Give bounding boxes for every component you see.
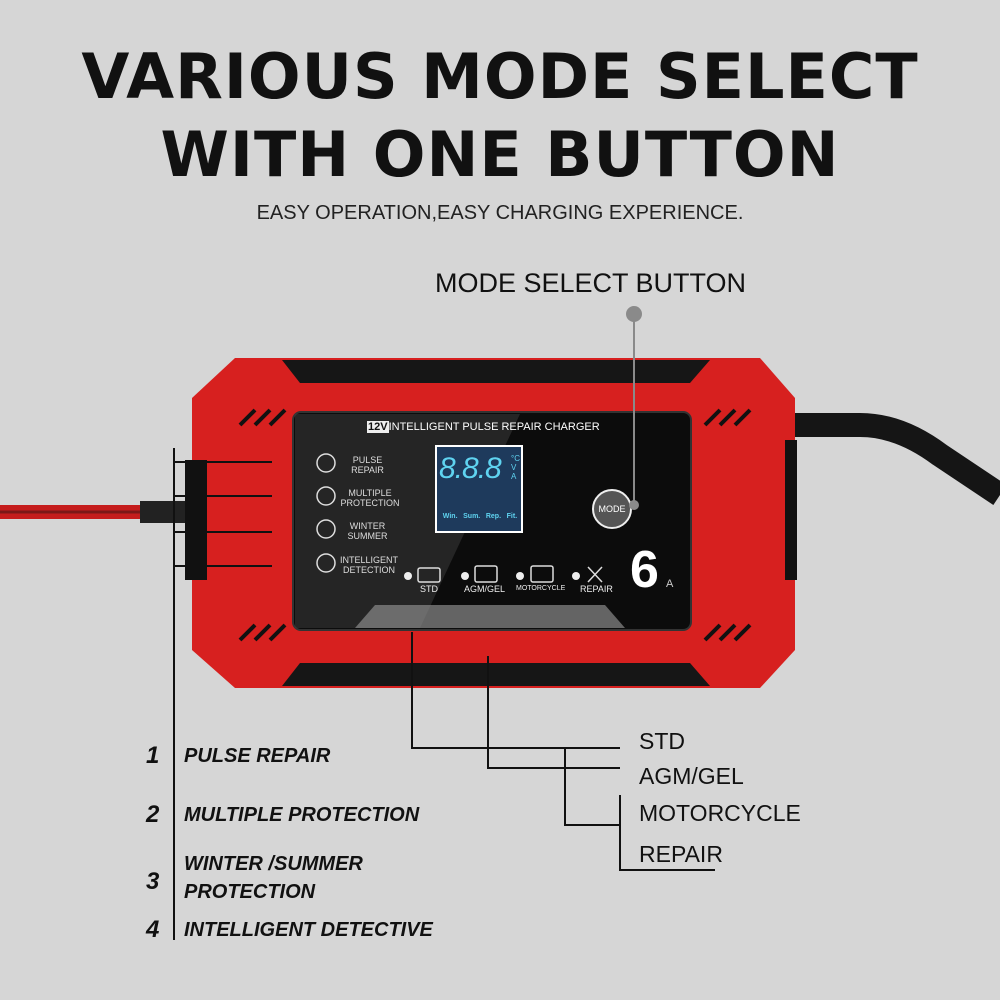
amperage-unit: A bbox=[666, 578, 674, 590]
top-grip bbox=[282, 360, 710, 383]
voltage-badge: 12V bbox=[367, 421, 389, 433]
feature-item-1: PULSE REPAIR bbox=[184, 745, 331, 767]
bottom-grip bbox=[282, 663, 710, 686]
subtitle: EASY OPERATION,EASY CHARGING EXPERIENCE. bbox=[256, 202, 744, 224]
mode-select-callout: MODE SELECT BUTTON bbox=[435, 268, 747, 298]
panel-title: 12VINTELLIGENT PULSE REPAIR CHARGER bbox=[367, 421, 600, 433]
callout-std: STD bbox=[639, 728, 685, 754]
panel-mode-motorcycle: MOTORCYCLE bbox=[516, 585, 566, 592]
lcd-digits: 8.8.8 bbox=[439, 452, 502, 485]
panel-mode-repair: REPAIR bbox=[580, 584, 613, 594]
leader-lines bbox=[173, 448, 715, 940]
callout-repair: REPAIR bbox=[639, 841, 723, 867]
feature-item-3: WINTER /SUMMER PROTECTION bbox=[184, 853, 363, 903]
feature-item-2: MULTIPLE PROTECTION bbox=[184, 804, 420, 826]
feature-num-3: 3 bbox=[146, 868, 160, 895]
feature-num-2: 2 bbox=[146, 801, 160, 828]
callout-dot bbox=[626, 306, 642, 322]
panel-title-text: INTELLIGENT PULSE REPAIR CHARGER bbox=[388, 421, 600, 433]
feature-item-4: INTELLIGENT DETECTIVE bbox=[184, 919, 433, 941]
lcd-screen bbox=[435, 445, 523, 533]
panel-mode-std: STD bbox=[420, 584, 438, 594]
panel-mode-agm: AGM/GEL bbox=[464, 584, 506, 594]
amperage-value: 6 bbox=[630, 541, 659, 599]
callout-agm-gel: AGM/GEL bbox=[639, 763, 744, 789]
black-cable bbox=[790, 413, 1000, 505]
feature-num-4: 4 bbox=[146, 916, 160, 943]
headline-line2: WITH ONE BUTTON bbox=[160, 118, 840, 191]
feature-num-1: 1 bbox=[146, 742, 160, 769]
headline-line1: VARIOUS MODE SELECT bbox=[81, 40, 919, 113]
mode-button-label[interactable]: MODE bbox=[598, 504, 626, 514]
lcd-icon-labels: Win.Sum.Rep.Fit. bbox=[442, 513, 518, 520]
callout-motorcycle: MOTORCYCLE bbox=[639, 800, 801, 826]
